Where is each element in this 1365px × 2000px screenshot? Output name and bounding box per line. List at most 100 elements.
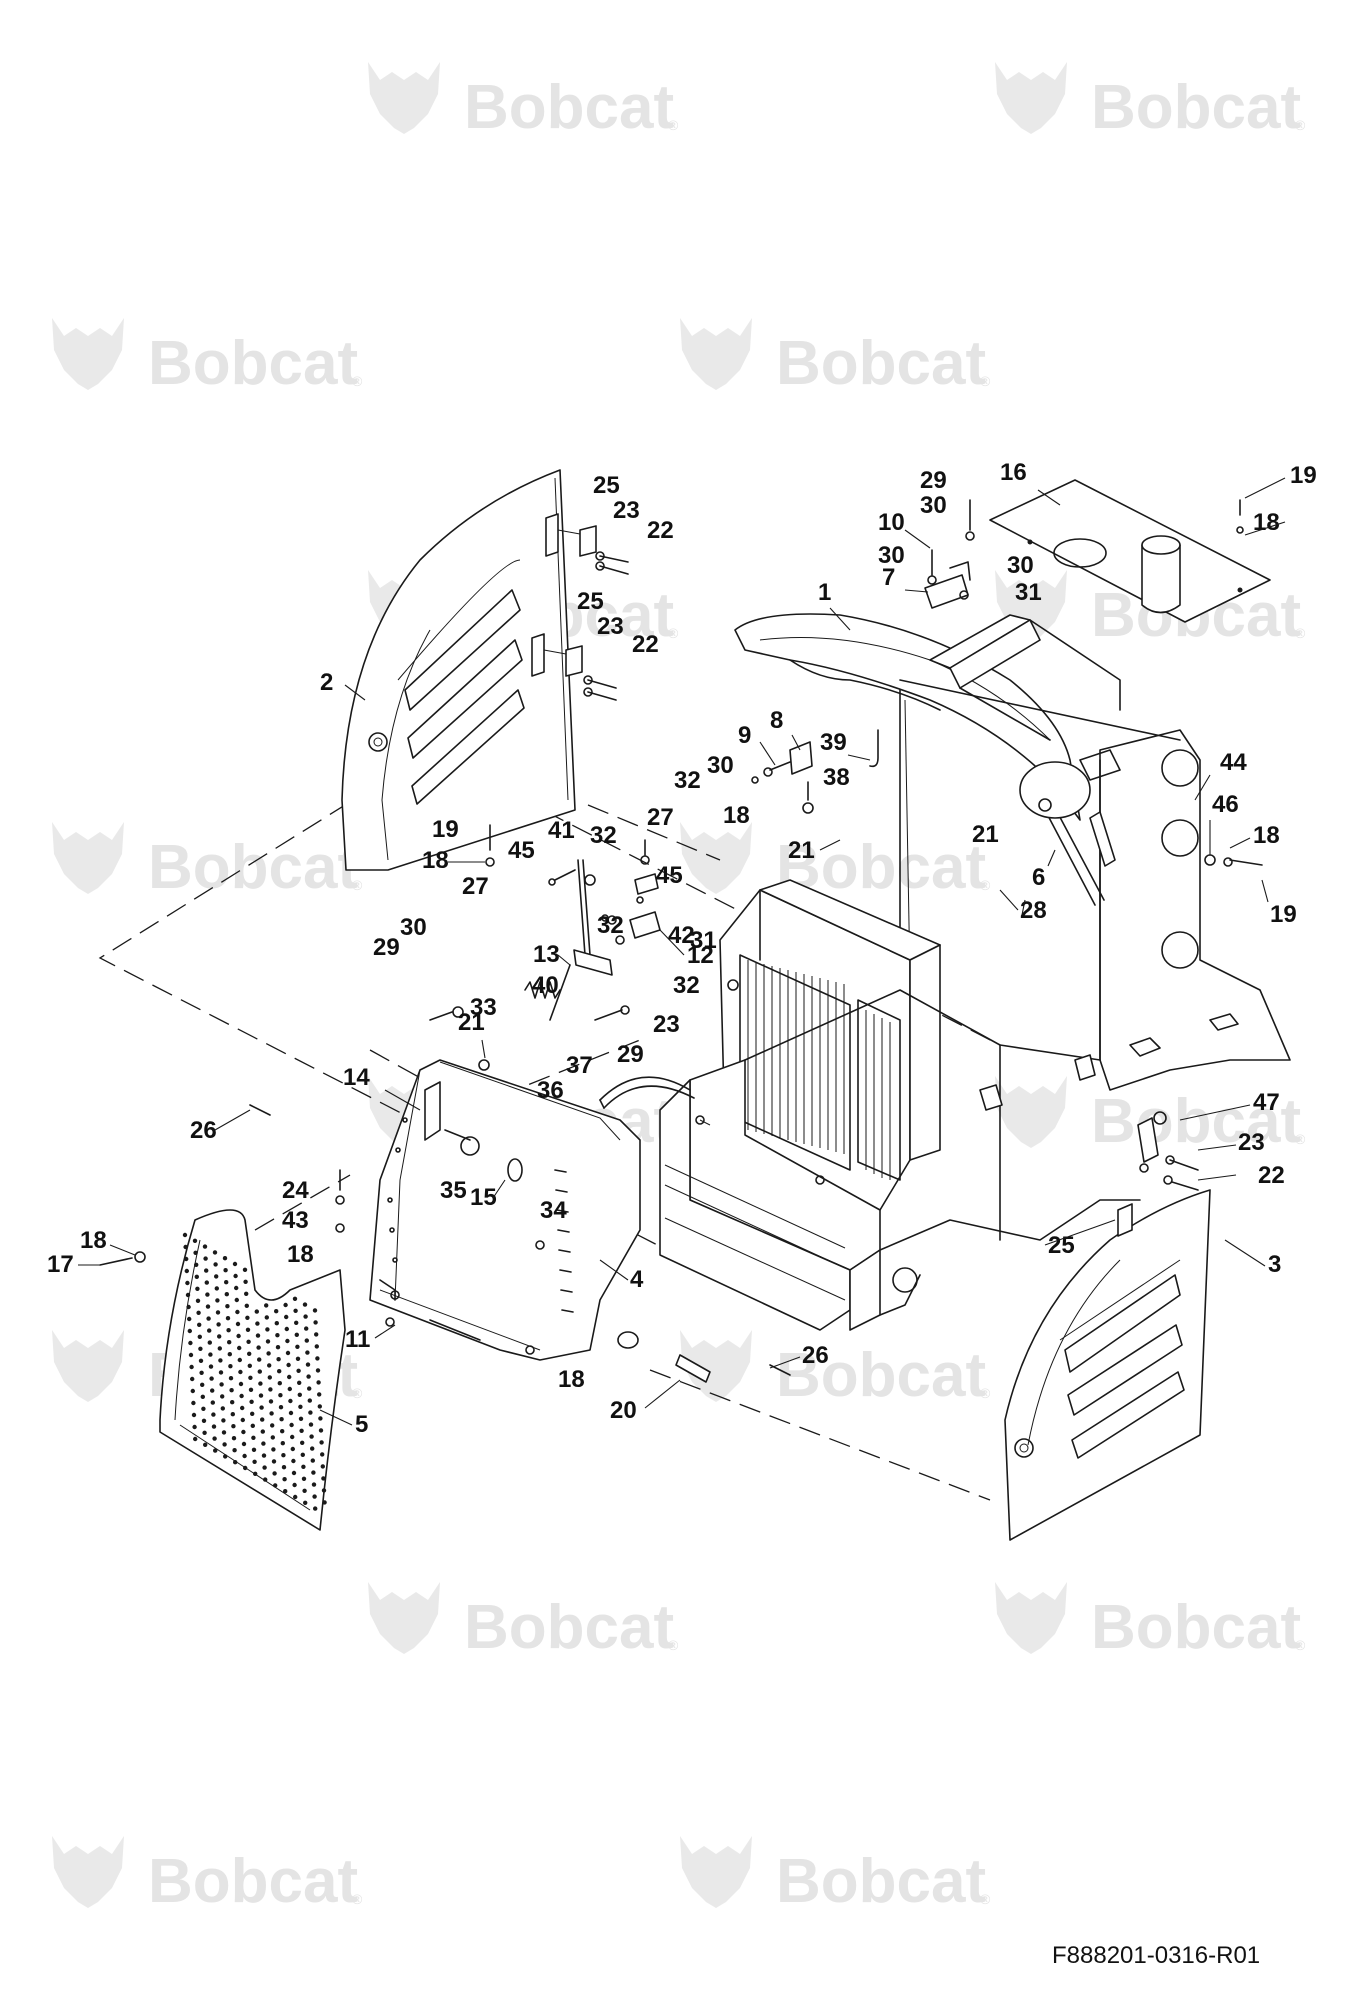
grille-hole xyxy=(315,1368,321,1373)
grille-perforations xyxy=(182,1232,327,1511)
svg-text:®: ® xyxy=(352,1891,363,1907)
callout: 18 xyxy=(422,847,449,874)
grille-hole xyxy=(240,1417,245,1423)
grille-hole xyxy=(222,1442,227,1447)
callout: 8 xyxy=(770,707,783,734)
callout: 33 xyxy=(470,994,497,1021)
callout: 37 xyxy=(566,1052,593,1079)
grille-hole xyxy=(315,1356,320,1361)
callout: 34 xyxy=(540,1197,567,1224)
grille-hole xyxy=(280,1441,285,1446)
callout: 1 xyxy=(818,579,831,606)
grille-hole xyxy=(252,1459,257,1465)
grille-hole xyxy=(218,1370,224,1375)
grille-hole xyxy=(202,1244,208,1249)
grille-hole xyxy=(208,1364,214,1369)
grille-hole xyxy=(294,1320,299,1326)
spring xyxy=(524,981,561,999)
callout: 35 xyxy=(440,1177,467,1204)
svg-text:Bobcat: Bobcat xyxy=(148,833,358,902)
grille-hole xyxy=(212,1436,217,1441)
grille-hole xyxy=(320,1464,325,1469)
grille-hole xyxy=(260,1417,265,1422)
grille-hole xyxy=(307,1398,312,1403)
grille-hole xyxy=(290,1446,295,1452)
grille-hole xyxy=(276,1357,281,1362)
callout: 6 xyxy=(1032,864,1045,891)
hinge-bolts xyxy=(583,551,629,701)
callout: 18 xyxy=(558,1366,585,1393)
callout: 47 xyxy=(1253,1089,1280,1116)
grille-hole xyxy=(220,1394,225,1399)
callout: 18 xyxy=(1253,822,1280,849)
grille-hole xyxy=(241,1441,247,1447)
grille-hole xyxy=(256,1345,261,1350)
small-bracket xyxy=(751,729,879,814)
grille-hole xyxy=(182,1232,188,1238)
watermark: Bobcat® xyxy=(680,1330,991,1410)
grille-hole xyxy=(249,1399,254,1405)
grille-hole xyxy=(301,1476,307,1482)
gas-spring xyxy=(1019,761,1105,906)
grille-hole xyxy=(292,1482,297,1488)
watermark: Bobcat® xyxy=(995,1076,1306,1156)
callout: 4 xyxy=(630,1266,644,1293)
grille-hole xyxy=(295,1356,301,1362)
grille-hole xyxy=(231,1436,237,1441)
watermark: Bobcat® xyxy=(52,1836,363,1916)
callout: 36 xyxy=(537,1077,564,1104)
svg-text:®: ® xyxy=(980,373,991,389)
grille-hole xyxy=(241,1429,246,1435)
grille-hole xyxy=(195,1286,200,1292)
watermark: Bobcat® xyxy=(995,62,1306,142)
misc-fasteners xyxy=(429,824,650,1071)
grille-hole xyxy=(281,1465,287,1470)
grille-hole xyxy=(268,1399,274,1404)
grille-hole xyxy=(183,1244,188,1250)
svg-text:Bobcat: Bobcat xyxy=(464,73,674,142)
grille-hole xyxy=(278,1405,284,1410)
grille-hole xyxy=(273,1483,278,1488)
front-shroud xyxy=(369,1059,641,1361)
grille-hole xyxy=(236,1333,241,1339)
callout: 7 xyxy=(882,564,895,591)
hinge-bracket-right xyxy=(1117,1111,1199,1237)
grille-hole xyxy=(190,1376,195,1382)
callout: 43 xyxy=(282,1207,309,1234)
grille-hole xyxy=(280,1429,285,1434)
grille-hole xyxy=(184,1268,189,1274)
grille-hole xyxy=(314,1332,319,1337)
grille-hole xyxy=(240,1405,245,1411)
grille-hole xyxy=(227,1352,232,1357)
grille-hole xyxy=(319,1440,324,1445)
callout: 19 xyxy=(432,816,459,843)
grille-hole xyxy=(257,1357,262,1362)
grille-hole xyxy=(190,1388,195,1394)
grille-hole xyxy=(288,1398,293,1404)
upper-frame xyxy=(734,613,1291,1091)
callout: 5 xyxy=(355,1411,368,1438)
callout: 26 xyxy=(190,1117,217,1144)
grille-hole xyxy=(191,1412,197,1418)
grille-hole xyxy=(293,1494,298,1500)
grille-hole xyxy=(239,1393,244,1399)
grille-hole xyxy=(297,1380,302,1386)
grille-hole xyxy=(220,1406,225,1411)
grille-hole xyxy=(308,1410,313,1415)
grille-hole xyxy=(253,1471,258,1477)
grille-hole xyxy=(314,1344,319,1349)
grille-hole xyxy=(247,1351,252,1357)
grille-hole xyxy=(214,1274,219,1279)
grille-hole xyxy=(226,1328,231,1333)
callout: 32 xyxy=(597,912,624,939)
latch-rod xyxy=(599,1076,695,1109)
grille-hole xyxy=(244,1291,249,1297)
grille-hole xyxy=(312,1494,317,1499)
grille-hole xyxy=(309,1434,314,1439)
grille-hole xyxy=(209,1376,214,1381)
grille-hole xyxy=(301,1464,306,1470)
grille-hole xyxy=(258,1393,264,1398)
right-side-panel xyxy=(1004,1189,1211,1541)
radiator-assembly xyxy=(719,879,941,1211)
